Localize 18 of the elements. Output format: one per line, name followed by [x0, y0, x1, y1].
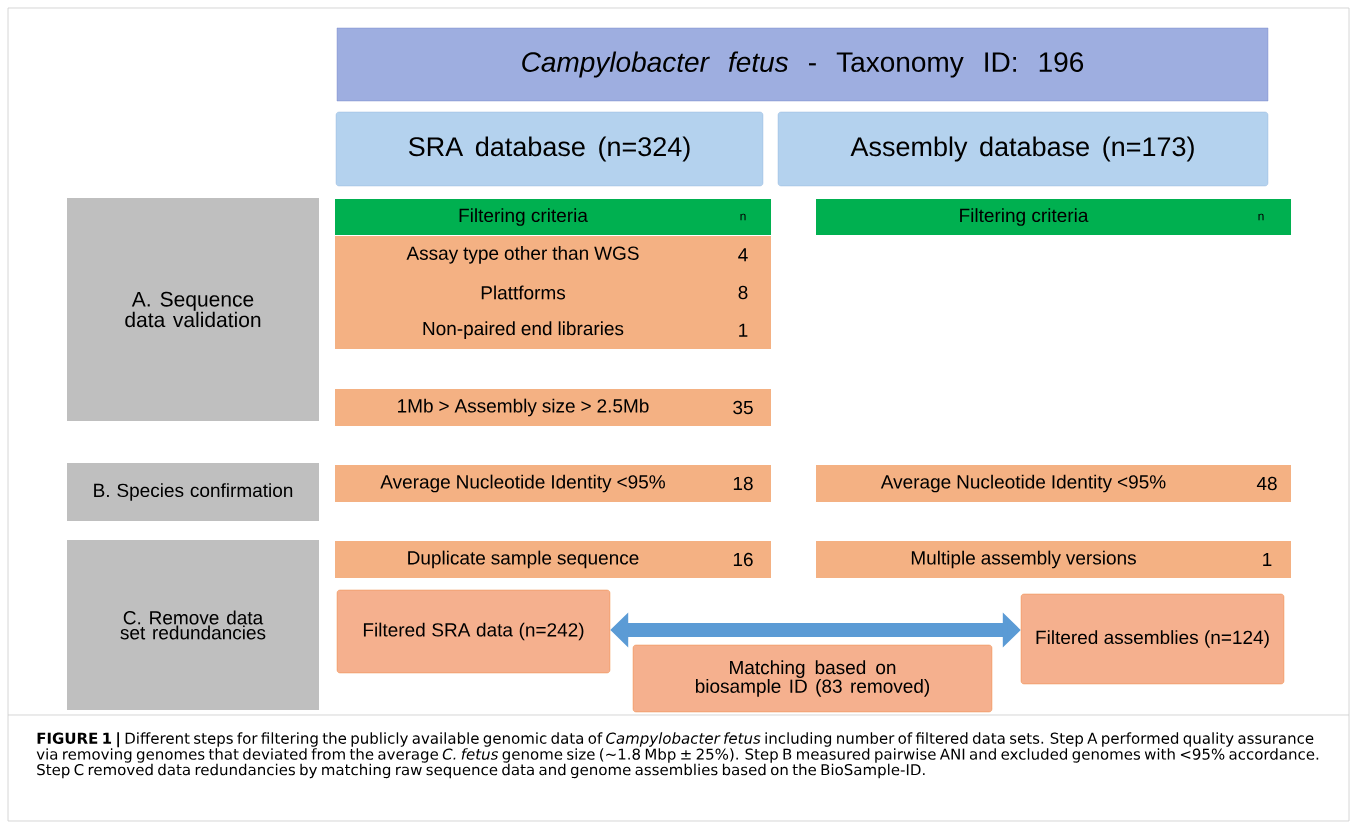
table-header: Filtering criteria n: [816, 199, 1291, 235]
result-box: Filtered assemblies (n=124): [1020, 593, 1285, 685]
criteria-row: Average Nucleotide Identity <95% 18: [335, 465, 771, 502]
database-box: SRA database (n=324): [335, 111, 764, 187]
result-box: Filtered SRA data (n=242): [336, 589, 611, 674]
caption: FIGURE 1 | Different steps for filtering the publicly available genomic data of Campylobacter fetus including number of filtered data sets. Step A performed quality assurance via removing genomes that deviated from the average C. fetus genome size (∼1.8 Mbp ± 25%). Step B measured pairwise ANI and excluded genomes with <95% accordance. Step C removed data redundancies by matching raw sequence data and genome assemblies based on the BioSample-ID.: [36, 732, 1319, 779]
title-banner: Campylobacter fetus - Taxonomy ID: 196: [336, 27, 1269, 102]
criteria-row: Assay type other than WGS 4 Plattforms 8 Non-paired end libraries 1: [335, 236, 771, 349]
table-header: Filtering criteria n: [335, 199, 771, 235]
criteria-row: Multiple assembly versions 1: [816, 541, 1291, 578]
result-box: Matching based on biosample ID (83 removed): [632, 644, 993, 713]
criteria-row: Duplicate sample sequence 16: [335, 541, 771, 578]
criteria-row: 1Mb > Assembly size > 2.5Mb 35: [335, 389, 771, 426]
step-box: B. Species confirmation: [67, 463, 319, 521]
step-box: A. Sequence data validation: [67, 198, 319, 421]
database-box: Assembly database (n=173): [777, 111, 1269, 187]
criteria-row: Average Nucleotide Identity <95% 48: [816, 465, 1291, 502]
step-box: C. Remove data set redundancies: [67, 540, 319, 710]
